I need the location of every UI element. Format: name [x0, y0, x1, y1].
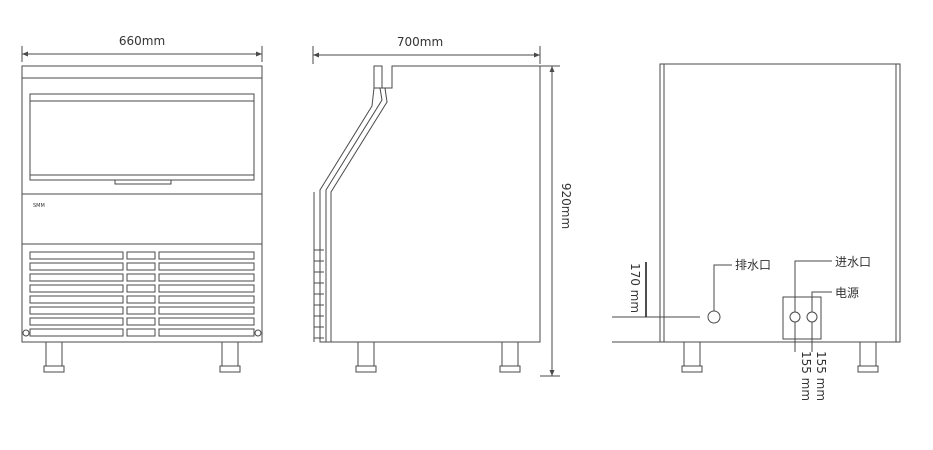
front-badge: SMM [33, 203, 45, 209]
side-view: 700mm 920mm [312, 35, 573, 377]
side-grille-edge [313, 192, 324, 342]
inlet-leader-line [794, 260, 832, 312]
drain-height-label: 170 mm [628, 263, 642, 313]
side-legs [355, 341, 521, 373]
side-top-panel [373, 65, 383, 89]
power-leader-line [811, 291, 832, 312]
inlet-height-label: 155 mm [799, 351, 813, 401]
rear-legs [681, 341, 879, 373]
water-inlet-icon [789, 311, 801, 323]
side-height-label: 920mm [559, 183, 573, 229]
front-width-dimension [21, 46, 263, 62]
power-label: 电源 [835, 286, 859, 300]
front-bin-door [29, 93, 255, 181]
front-view: 660mm SMM [21, 34, 263, 373]
drain-leader-line [713, 264, 732, 311]
rear-view: 170 mm 排水口 进水口 电源 155 mm 155 mm [612, 63, 901, 401]
front-width-label: 660mm [119, 34, 165, 48]
front-screw-right [254, 329, 262, 337]
front-grille [29, 251, 255, 337]
front-body-outline [21, 65, 263, 343]
side-body-outline [319, 65, 541, 343]
rear-body-outline [659, 63, 901, 343]
power-socket-icon [806, 311, 818, 323]
drain-label: 排水口 [735, 258, 771, 272]
drain-height-dimension [612, 262, 700, 343]
connection-panel [782, 296, 822, 340]
front-legs [43, 341, 241, 373]
connection-height-guides [794, 322, 813, 352]
side-depth-label: 700mm [397, 35, 443, 49]
power-height-label: 155 mm [814, 351, 828, 401]
drain-outlet-icon [707, 310, 721, 324]
front-screw-left [22, 329, 30, 337]
side-height-dimension [540, 65, 560, 377]
front-door-handle [114, 179, 172, 185]
side-depth-dimension [312, 46, 541, 64]
inlet-label: 进水口 [835, 255, 871, 269]
